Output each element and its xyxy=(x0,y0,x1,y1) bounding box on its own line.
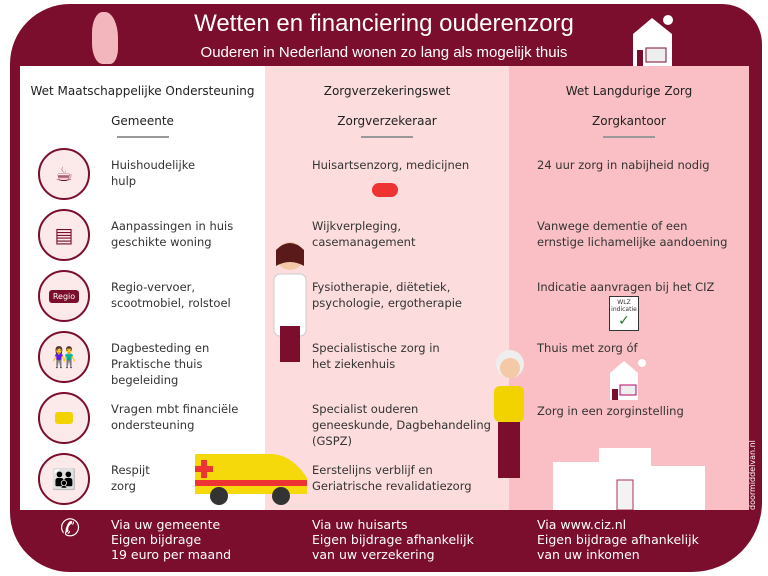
list-item: Vragen mbt financiële ondersteuning xyxy=(111,402,239,432)
netherlands-map-icon xyxy=(92,12,118,64)
footer-line: Via uw gemeente xyxy=(111,517,221,532)
law-title: Zorgverzekeringswet xyxy=(323,84,451,98)
footer-line: van uw verzekering xyxy=(312,547,435,562)
list-item: Fysiotherapie, diëtetiek, psychologie, e… xyxy=(312,280,463,310)
footer-line: Via www.ciz.nl xyxy=(537,517,627,532)
group-icon: 👪 xyxy=(38,453,90,505)
column-wlz: Wet Langdurige Zorg Zorgkantoor xyxy=(509,66,749,510)
regio-bus-icon: Regio xyxy=(38,270,90,322)
footer-line: Eigen bijdrage afhankelijk xyxy=(312,532,474,547)
house-icon xyxy=(633,15,673,66)
footer-line: Via uw huisarts xyxy=(312,517,408,532)
divider xyxy=(116,136,169,138)
list-item: Huisartsenzorg, medicijnen xyxy=(312,158,470,172)
footer-line: van uw inkomen xyxy=(537,547,640,562)
list-item: Thuis met zorg óf xyxy=(537,341,638,355)
list-item: Respijt zorg xyxy=(111,463,150,493)
list-item: Dagbesteding en Praktische thuis begelei… xyxy=(111,341,210,387)
phone-icon: ✆ xyxy=(60,514,81,542)
law-title: Wet Maatschappelijke Ondersteuning xyxy=(30,84,255,98)
list-item: Eerstelijns verblijf en Geriatrische rev… xyxy=(312,463,472,493)
organization-title: Zorgkantoor xyxy=(592,114,666,128)
list-item: Indicatie aanvragen bij het CIZ xyxy=(537,280,715,294)
page-subtitle: Ouderen in Nederland wonen zo lang als m… xyxy=(200,44,568,61)
page-title: Wetten en financiering ouderenzorg xyxy=(194,10,574,37)
watermark: doormiddelvan.nl xyxy=(748,440,757,510)
footer-line: Eigen bijdrage afhankelijk xyxy=(537,532,699,547)
divider xyxy=(603,136,655,138)
footer-line: Eigen bijdrage xyxy=(111,532,202,547)
cup-icon: ☕ xyxy=(38,148,90,200)
list-item: Regio-vervoer, scootmobiel, rolstoel xyxy=(111,280,231,310)
elderly-woman-illustration xyxy=(494,350,524,478)
list-item: Huishoudelijke hulp xyxy=(111,158,196,188)
list-item: Vanwege dementie of een ernstige lichame… xyxy=(537,219,728,249)
stairlift-icon: ▤ xyxy=(38,209,90,261)
list-item: Aanpassingen in huis geschikte woning xyxy=(111,219,234,249)
organization-title: Gemeente xyxy=(111,114,174,128)
organization-title: Zorgverzekeraar xyxy=(337,114,437,128)
footer-zvw: Via uw huisarts Eigen bijdrage afhankeli… xyxy=(312,517,474,562)
law-title: Wet Langdurige Zorg xyxy=(565,84,693,98)
elderly-couple-icon: 👫 xyxy=(38,331,90,383)
pills-icon xyxy=(372,183,398,197)
footer-wlz: Via www.ciz.nl Eigen bijdrage afhankelij… xyxy=(537,517,699,562)
list-item: Specialistische zorg in het ziekenhuis xyxy=(312,341,440,371)
footer-line: 19 euro per maand xyxy=(111,547,232,562)
footer-wmo: Via uw gemeente Eigen bijdrage 19 euro p… xyxy=(111,517,231,562)
list-item: Specialist ouderen geneeskunde, Dagbehan… xyxy=(312,402,491,448)
care-institution-icon xyxy=(553,448,705,510)
wlz-label: WLZ indicatie xyxy=(611,299,637,313)
coin-icon xyxy=(38,392,90,444)
divider xyxy=(361,136,413,138)
house-icon xyxy=(610,359,646,400)
list-item: Zorg in een zorginstelling xyxy=(537,404,684,418)
list-item: 24 uur zorg in nabijheid nodig xyxy=(537,158,710,172)
regio-label: Regio xyxy=(48,289,80,303)
doctor-illustration xyxy=(273,242,307,362)
ambulance-illustration xyxy=(195,454,307,505)
wlz-indication-icon: WLZ indicatie✓ xyxy=(609,296,639,331)
list-item: Wijkverpleging, casemanagement xyxy=(312,219,416,249)
